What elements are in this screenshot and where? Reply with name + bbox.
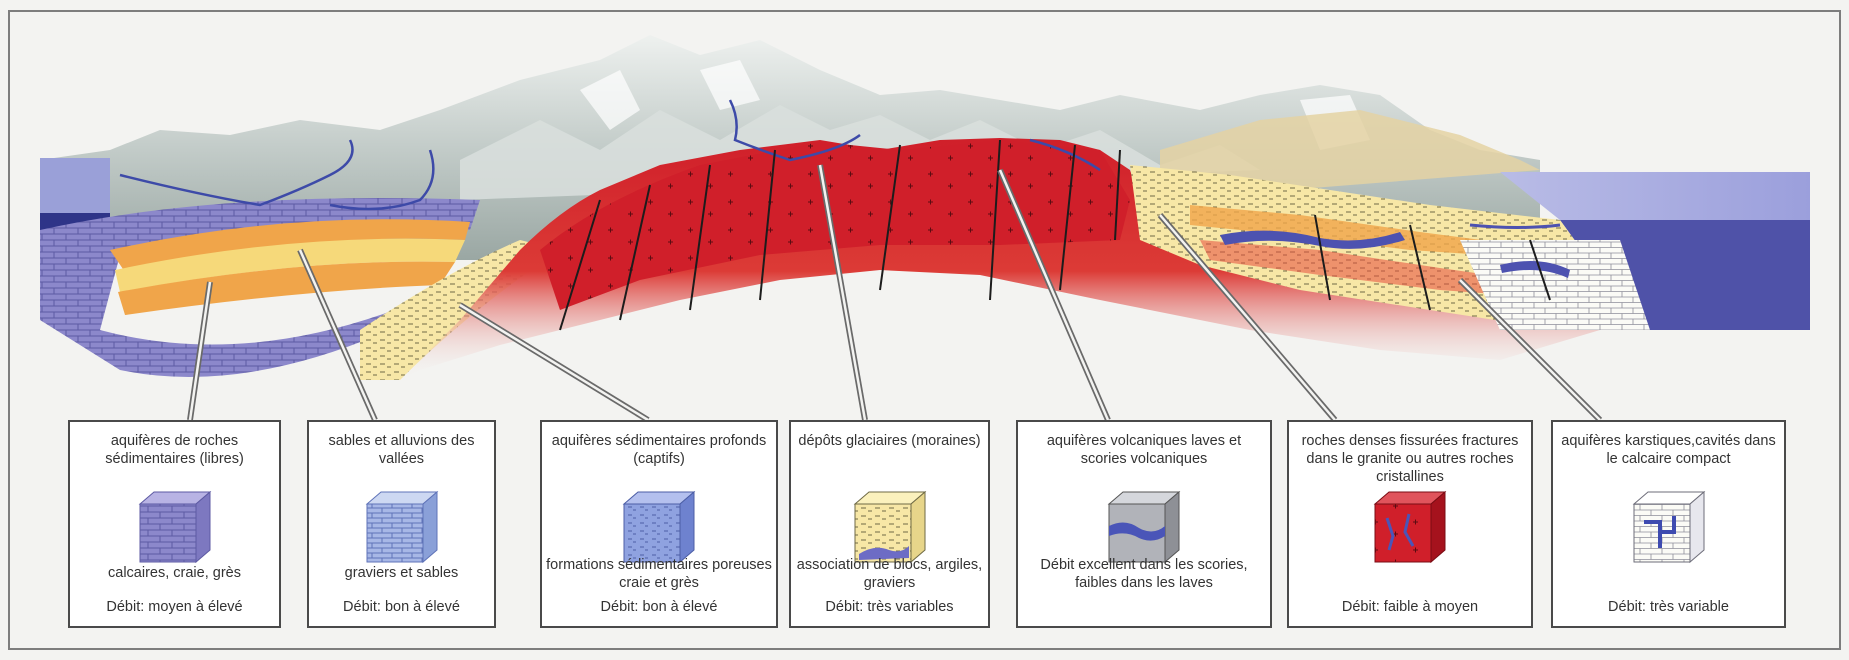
aquifer-box-volcanic: aquifères volcaniques laves et scories v… — [1016, 420, 1272, 628]
aquifer-title: dépôts glaciaires (moraines) — [795, 432, 984, 450]
aquifer-box-fractured-rock: roches denses fissurées fractures dans l… — [1287, 420, 1533, 628]
aquifer-flow-rate: Débit: bon à élevé — [546, 598, 772, 616]
aquifer-description: Débit excellent dans les scories, faible… — [1022, 556, 1266, 592]
aquifer-box-glacial-deposits: dépôts glaciaires (moraines) association… — [789, 420, 990, 628]
aquifer-flow-rate: Débit: moyen à élevé — [74, 598, 275, 616]
gravel-block-icon — [357, 488, 447, 568]
aquifer-title: sables et alluvions des vallées — [313, 432, 490, 468]
aquifer-description: graviers et sables — [313, 564, 490, 582]
karst-block-icon — [1624, 488, 1714, 568]
aquifer-box-karst: aquifères karstiques,cavités dans le cal… — [1551, 420, 1786, 628]
aquifer-title: aquifères sédimentaires profonds (captif… — [546, 432, 772, 468]
granite-block-icon — [1365, 488, 1455, 568]
aquifer-description: calcaires, craie, grès — [74, 564, 275, 582]
aquifer-flow-rate: Débit: très variables — [795, 598, 984, 616]
aquifer-title: roches denses fissurées fractures dans l… — [1293, 432, 1527, 486]
aquifer-box-sedimentary-free: aquifères de roches sédimentaires (libre… — [68, 420, 281, 628]
aquifer-flow-rate: Débit: bon à élevé — [313, 598, 490, 616]
limestone-block-icon — [130, 488, 220, 568]
aquifer-description: formations sédimentaires poreuses craie … — [546, 556, 772, 592]
aquifer-box-deep-confined: aquifères sédimentaires profonds (captif… — [540, 420, 778, 628]
aquifer-flow-rate: Débit: faible à moyen — [1293, 598, 1527, 616]
aquifer-title: aquifères volcaniques laves et scories v… — [1022, 432, 1266, 468]
aquifer-box-valley-sands: sables et alluvions des vallées graviers… — [307, 420, 496, 628]
aquifer-description: association de blocs, argiles, graviers — [795, 556, 984, 592]
aquifer-title: aquifères de roches sédimentaires (libre… — [74, 432, 275, 468]
aquifer-title: aquifères karstiques,cavités dans le cal… — [1557, 432, 1780, 468]
aquifer-flow-rate: Débit: très variable — [1557, 598, 1780, 616]
